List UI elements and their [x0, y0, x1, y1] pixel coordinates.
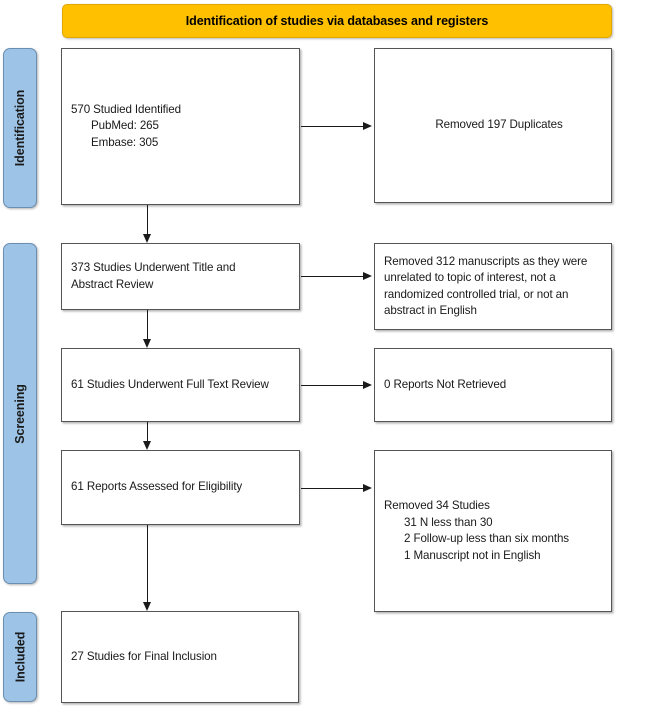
box-studies-identified: 570 Studied Identified PubMed: 265 Embas… — [61, 48, 300, 205]
arrow-full-text-to-not-retrieved — [301, 381, 372, 390]
arrow-identified-to-duplicates — [301, 122, 372, 131]
stage-tab-identification: Identification — [3, 48, 37, 208]
arrow-title-abstract-to-full-text — [143, 310, 152, 348]
box-line: 61 Reports Assessed for Eligibility — [71, 480, 243, 494]
box-final-inclusion: 27 Studies for Final Inclusion — [61, 611, 299, 703]
box-line: 0 Reports Not Retrieved — [384, 377, 507, 391]
stage-tab-included: Included — [3, 612, 37, 702]
arrow-eligibility-to-final-inclusion — [143, 525, 152, 611]
box-line: PubMed: 265 — [91, 119, 159, 133]
box-line: 2 Follow-up less than six months — [404, 532, 569, 545]
box-title-abstract-review: 373 Studies Underwent Title and Abstract… — [61, 243, 300, 310]
box-removed-duplicates: Removed 197 Duplicates — [374, 48, 612, 203]
box-reports-not-retrieved: 0 Reports Not Retrieved — [374, 348, 612, 422]
stage-tab-included-label: Included — [13, 631, 27, 683]
box-line: Removed 197 Duplicates — [435, 118, 563, 132]
arrow-identified-to-title-abstract — [143, 205, 152, 243]
stage-tab-screening-label: Screening — [13, 383, 28, 444]
box-line: Embase: 305 — [91, 135, 159, 149]
arrow-title-abstract-to-excluded — [301, 272, 372, 281]
arrow-eligibility-to-excluded — [301, 484, 372, 493]
stage-tab-identification-label: Identification — [13, 89, 28, 167]
box-excluded-eligibility: Removed 34 Studies 31 N less than 30 2 F… — [374, 450, 612, 612]
box-line: Removed 34 Studies — [384, 499, 490, 512]
diagram-header-banner: Identification of studies via databases … — [62, 4, 612, 38]
diagram-title: Identification of studies via databases … — [185, 14, 489, 28]
box-line: 31 N less than 30 — [404, 515, 493, 529]
box-excluded-screening: Removed 312 manuscripts as they were unr… — [374, 243, 612, 330]
box-line: 570 Studied Identified — [71, 102, 181, 116]
box-line: 1 Manuscript not in English — [404, 548, 541, 562]
box-reports-assessed-eligibility: 61 Reports Assessed for Eligibility — [61, 450, 300, 525]
box-full-text-review: 61 Studies Underwent Full Text Review — [61, 348, 300, 422]
box-line: Removed 312 manuscripts as they were unr… — [384, 254, 588, 318]
box-line: 373 Studies Underwent Title and Abstract… — [71, 261, 236, 291]
box-line: 61 Studies Underwent Full Text Review — [71, 377, 269, 391]
box-line: 27 Studies for Final Inclusion — [71, 649, 217, 663]
arrow-full-text-to-eligibility — [143, 422, 152, 450]
stage-tab-screening: Screening — [3, 243, 37, 584]
